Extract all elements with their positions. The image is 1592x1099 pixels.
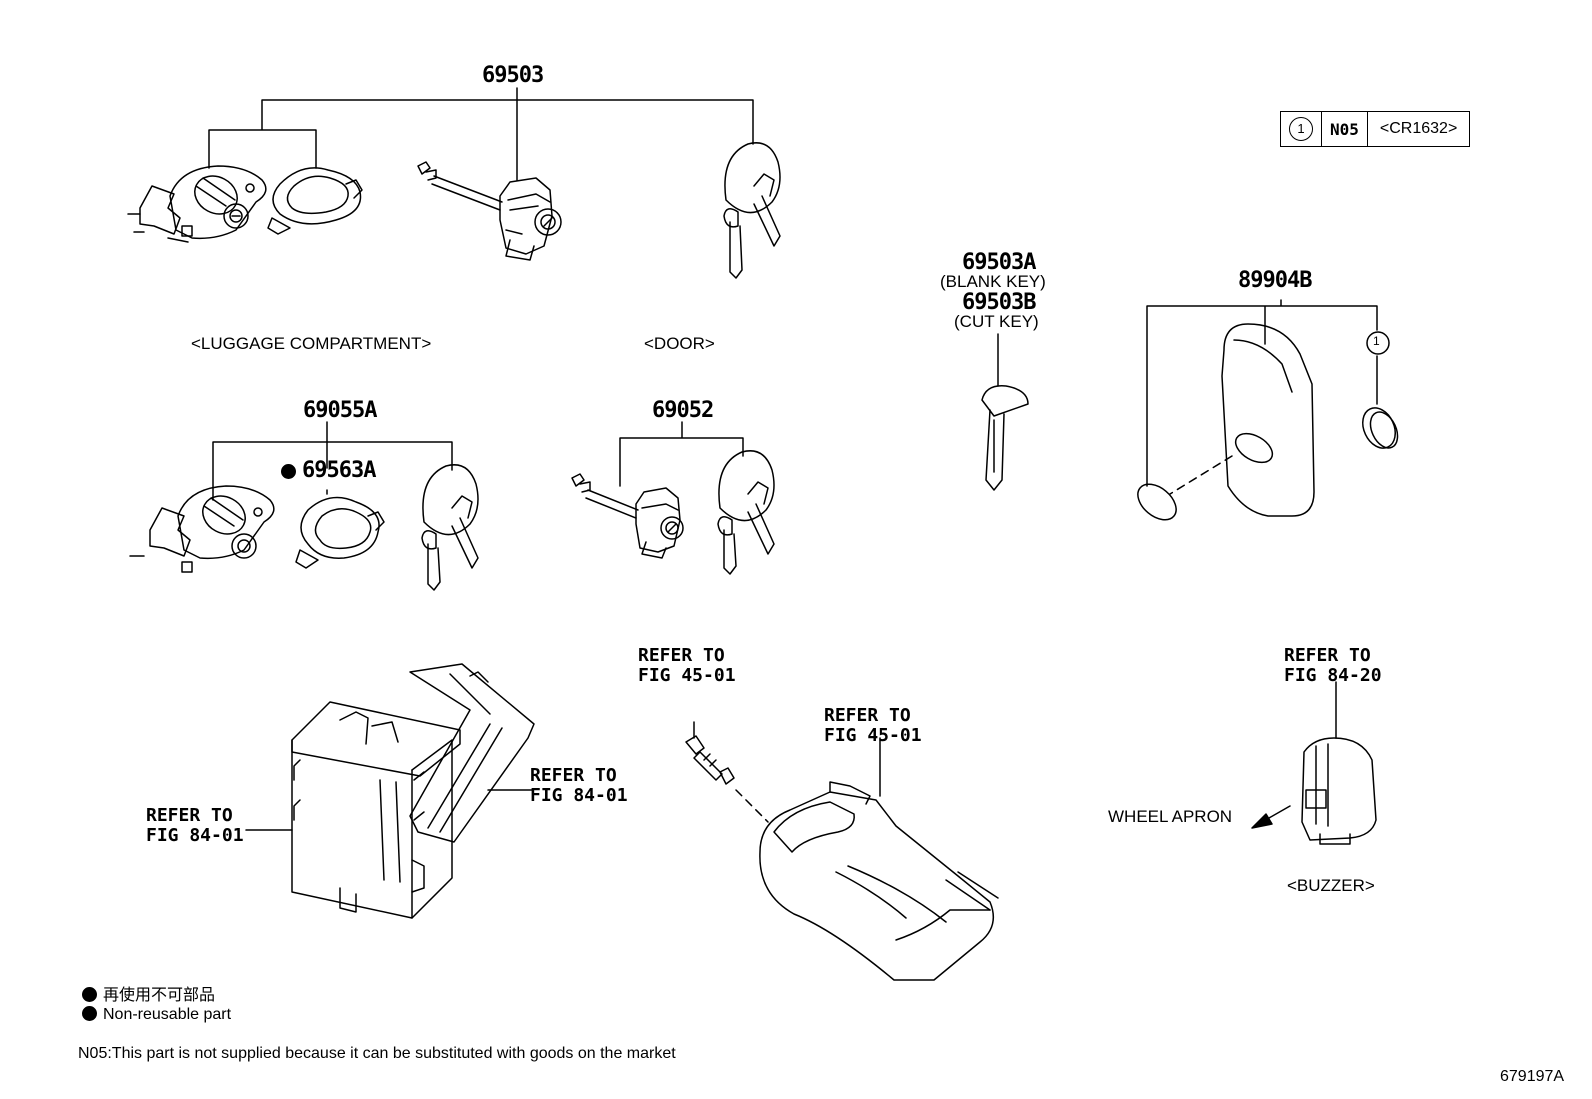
part-number-69503B: 69503B [962,290,1036,315]
key-69503-icon [981,333,1029,491]
door-lock-cylinder-icon [417,161,562,261]
part-number-69055A: 69055A [303,398,377,423]
door-lock-cylinder-icon [571,473,684,559]
luggage-lock-cylinder-icon [127,165,267,243]
refer-ignition-switch: REFER TO FIG 45-01 [638,645,736,686]
leader-69055A [212,421,453,501]
legend-japanese: 再使用不可部品 [82,981,215,1005]
ecu-assembly-icon [291,701,461,919]
refer-ecu-connector: REFER TO FIG 84-01 [530,765,628,806]
buzzer-icon [1301,681,1377,845]
note-table-code: N05 [1321,111,1368,147]
refer-buzzer: REFER TO FIG 84-20 [1284,645,1382,686]
note-table-ref: 1 [1280,111,1322,147]
caption-luggage-compartment: <LUGGAGE COMPARTMENT> [191,334,432,353]
caption-door: <DOOR> [644,334,715,353]
caption-cut-key: (CUT KEY) [954,312,1039,331]
steering-column-cover-icon [759,737,999,981]
caption-wheel-apron: WHEEL APRON [1108,807,1233,826]
bullet-dot-icon [82,987,97,1002]
part-number-69503A: 69503A [962,250,1036,275]
bullet-dot-icon [82,1006,97,1021]
battery-cr1632-icon [1362,331,1399,449]
part-number-89904B: 89904B [1238,268,1312,293]
callout-number: 1 [1373,334,1380,348]
leader-89904B [1146,299,1378,487]
remote-transmitter-icon [1137,323,1315,521]
lock-gasket-icon [295,496,385,569]
lock-gasket-icon [267,167,363,235]
refer-steering-column: REFER TO FIG 45-01 [824,705,922,746]
caption-blank-key: (BLANK KEY) [940,272,1046,291]
legend-non-reusable: Non-reusable part [82,1006,231,1024]
wheel-apron-arrow-icon [1251,805,1291,829]
master-key-icon [723,142,781,279]
master-key-icon [421,464,479,591]
part-number-69052: 69052 [652,398,714,423]
note-table-spec: <CR1632> [1366,111,1471,147]
luggage-lock-cylinder-icon [129,485,275,573]
part-number-69563A: 69563A [281,458,376,483]
non-reusable-dot-icon [281,464,296,479]
leader-ecu [245,789,533,831]
note-table: 1 N05 <CR1632> [1280,111,1471,147]
leader-69052 [619,421,744,487]
refer-ecu-left: REFER TO FIG 84-01 [146,805,244,846]
ecu-connector-icon [409,663,535,843]
part-number-69503: 69503 [482,63,544,88]
circled-number-icon: 1 [1289,117,1313,141]
leader-69503 [208,87,754,181]
figure-id: 679197A [1500,1068,1565,1085]
ignition-switch-icon [685,721,769,823]
master-key-icon [717,450,775,575]
legend-n05-note: N05:This part is not supplied because it… [78,1045,676,1062]
caption-buzzer: <BUZZER> [1287,876,1375,895]
